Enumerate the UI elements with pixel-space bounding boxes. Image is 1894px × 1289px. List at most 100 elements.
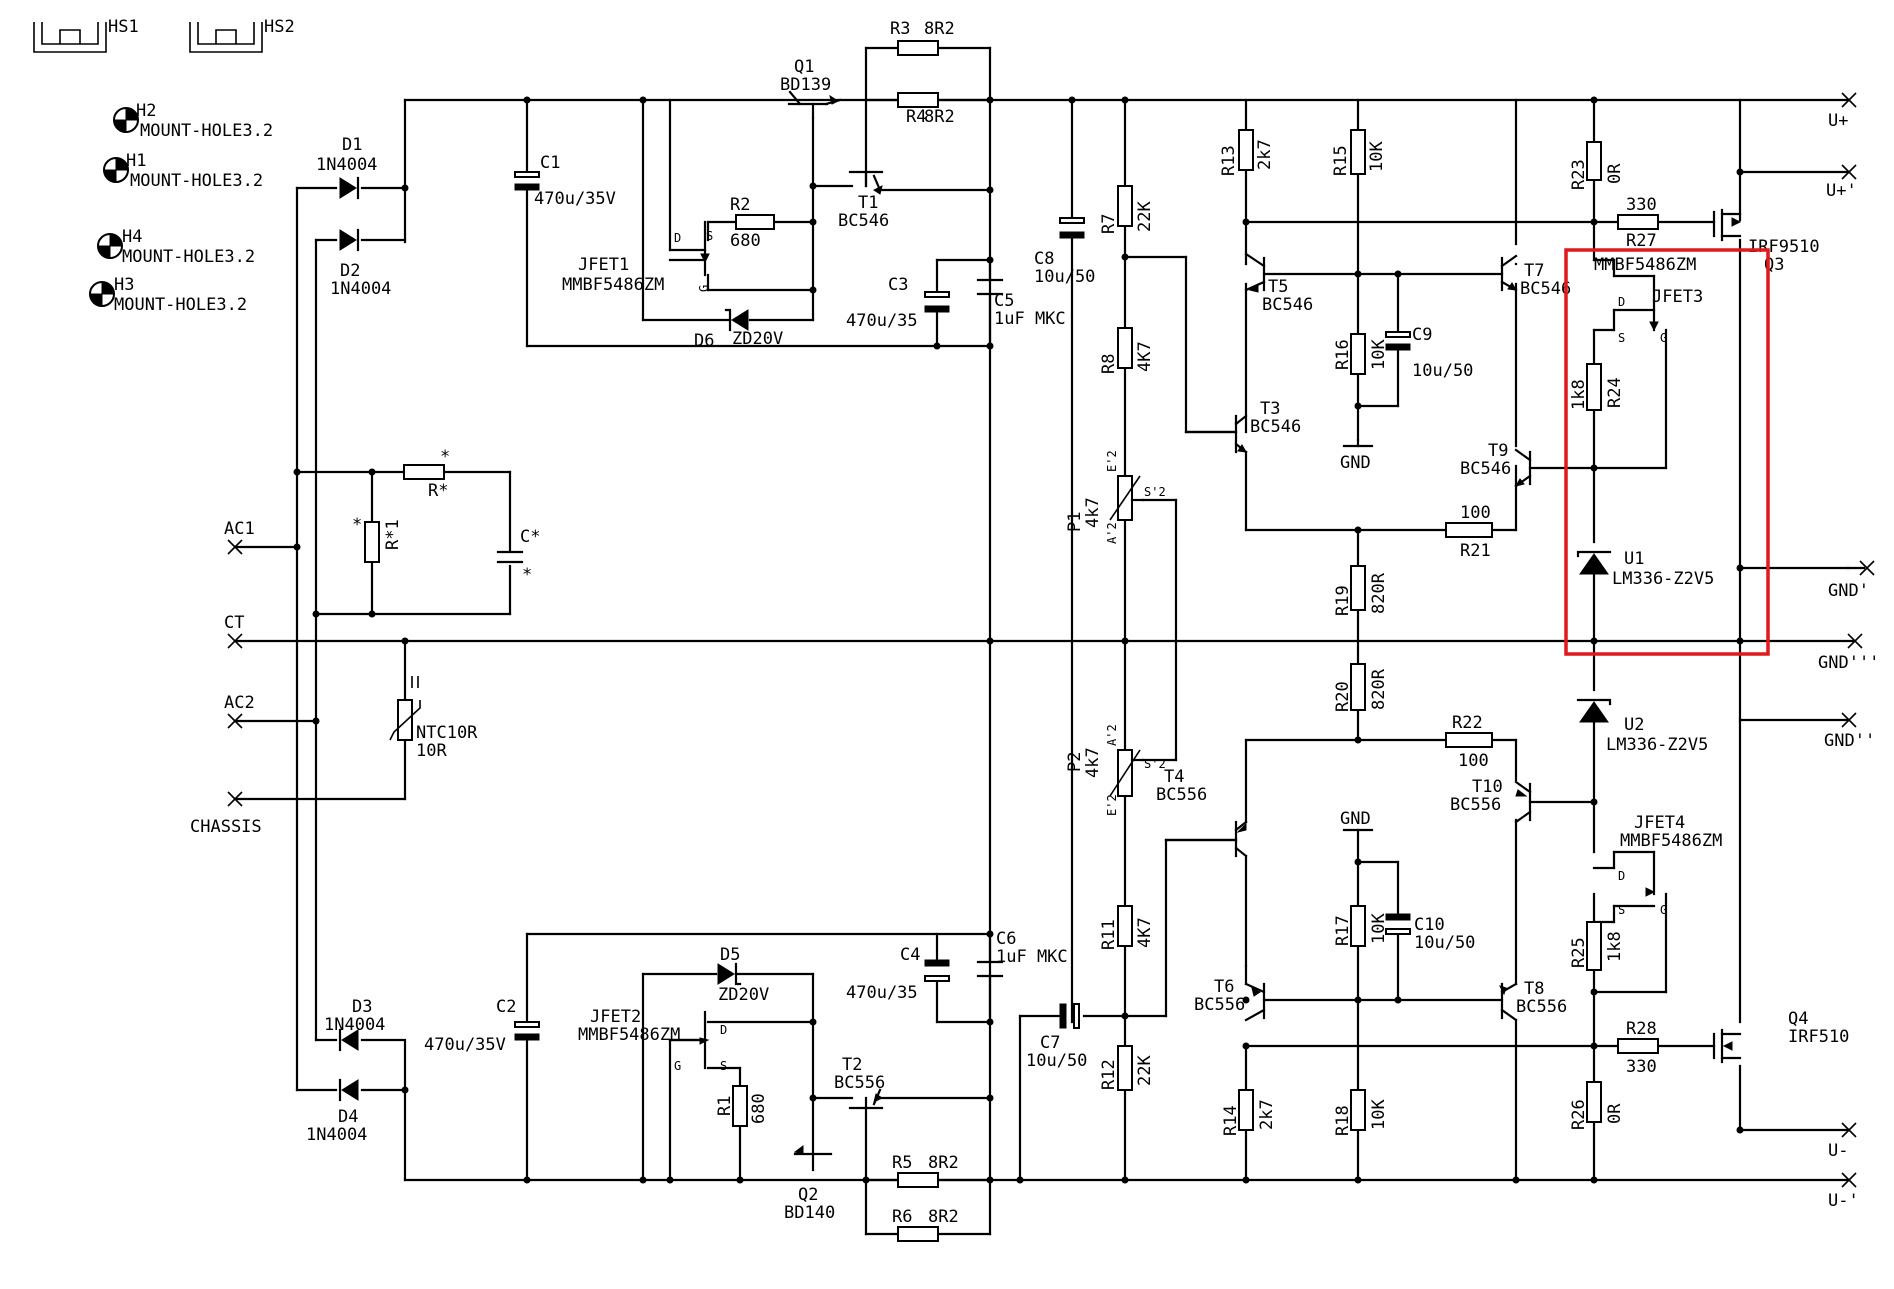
resistor-r20: R20 820R: [1333, 663, 1389, 712]
lower-regulator-wiring: [525, 930, 994, 1236]
svg-text:A'2: A'2: [1105, 724, 1119, 746]
transistor-t6: T6 BC556: [1194, 977, 1266, 1022]
svg-text:2k7: 2k7: [1255, 139, 1275, 170]
svg-text:R6: R6: [892, 1207, 912, 1227]
resistor-rx: R* *: [403, 447, 450, 501]
bias-string-wiring: [1016, 96, 1238, 1184]
transistor-q2: Q2 BD140: [784, 1145, 835, 1223]
svg-text:G: G: [1660, 903, 1667, 917]
svg-text:C5: C5: [994, 291, 1014, 311]
svg-text:D: D: [674, 231, 681, 245]
connector-u-plus: U+: [1828, 92, 1857, 131]
ground-gnd2: GND: [1340, 809, 1374, 864]
svg-text:8R2: 8R2: [928, 1207, 959, 1227]
svg-text:R11: R11: [1099, 919, 1119, 950]
svg-text:470u/35: 470u/35: [846, 983, 918, 1003]
svg-text:100: 100: [1460, 503, 1491, 523]
svg-text:G: G: [697, 285, 711, 292]
svg-text:T7: T7: [1524, 261, 1544, 281]
svg-text:R*1: R*1: [383, 519, 403, 550]
resistor-r22: R22 100: [1445, 713, 1493, 771]
svg-text:U+': U+': [1826, 181, 1857, 201]
jfet-jfet1: D S G JFET1 MMBF5486ZM: [562, 229, 713, 295]
connector-u-minus-prime: U-': [1828, 1172, 1859, 1211]
svg-text:0R: 0R: [1605, 163, 1625, 184]
heatsink-hs2: HS2: [189, 17, 295, 53]
svg-text:10K: 10K: [1369, 339, 1389, 370]
diode-d3: D3 1N4004: [324, 997, 385, 1052]
svg-text:GND''': GND''': [1818, 653, 1879, 673]
svg-text:D: D: [1618, 869, 1625, 883]
svg-text:LM336-Z2V5: LM336-Z2V5: [1606, 735, 1708, 755]
svg-text:470u/35: 470u/35: [846, 311, 918, 331]
svg-text:330: 330: [1626, 195, 1657, 215]
svg-text:MOUNT-HOLE3.2: MOUNT-HOLE3.2: [130, 171, 263, 191]
resistor-r27: 330 R27: [1617, 195, 1659, 251]
svg-text:HS1: HS1: [108, 17, 139, 37]
resistor-r5: R5 8R2: [892, 1153, 959, 1188]
svg-text:4K7: 4K7: [1135, 341, 1155, 372]
svg-text:10u/50: 10u/50: [1026, 1051, 1087, 1071]
svg-text:*: *: [352, 515, 362, 535]
svg-text:U2: U2: [1624, 715, 1644, 735]
svg-text:BC546: BC546: [1250, 417, 1301, 437]
connector-gnd-triple-prime: GND''': [1818, 633, 1879, 673]
svg-text:BC556: BC556: [1156, 785, 1207, 805]
transistor-t9: T9 BC546: [1460, 441, 1532, 488]
svg-text:R15: R15: [1331, 145, 1351, 176]
svg-text:C9: C9: [1412, 325, 1432, 345]
resistor-r15: R15 10K: [1331, 129, 1387, 176]
svg-text:820R: 820R: [1369, 668, 1389, 710]
svg-text:T9: T9: [1488, 441, 1508, 461]
capacitor-c1: C1 470u/35V: [514, 96, 616, 348]
svg-text:T3: T3: [1260, 399, 1280, 419]
svg-text:C3: C3: [888, 275, 908, 295]
connector-ac1: AC1: [224, 519, 299, 555]
transistor-t10: T10 BC556: [1450, 777, 1596, 824]
svg-text:R23: R23: [1569, 159, 1589, 190]
svg-text:U-: U-: [1828, 1141, 1848, 1161]
svg-text:JFET3: JFET3: [1652, 287, 1703, 307]
resistor-r26: R26 0R: [1569, 1081, 1625, 1130]
svg-text:1N4004: 1N4004: [316, 155, 377, 175]
svg-text:GND'': GND'': [1824, 731, 1875, 751]
svg-text:*: *: [522, 565, 532, 585]
resistor-r2: R2 680: [730, 195, 775, 251]
svg-text:10u/50: 10u/50: [1414, 933, 1475, 953]
svg-text:BC556: BC556: [1450, 795, 1501, 815]
svg-text:R21: R21: [1460, 541, 1491, 561]
svg-text:1N4004: 1N4004: [324, 1015, 385, 1035]
resistor-r23: R23 0R: [1569, 141, 1625, 190]
capacitor-c4: C4 470u/35: [846, 945, 950, 1003]
svg-text:E'2: E'2: [1105, 794, 1119, 816]
svg-text:R18: R18: [1333, 1105, 1353, 1136]
resistor-r6: R6 8R2: [892, 1207, 959, 1242]
svg-text:R24: R24: [1605, 377, 1625, 408]
svg-text:T1: T1: [858, 193, 878, 213]
heatsink-hs1: HS1: [33, 17, 139, 53]
svg-text:H4: H4: [122, 227, 142, 247]
capacitor-c5: C5 1uF MKC: [976, 278, 1066, 329]
resistor-r8: R8 4K7: [1099, 327, 1155, 374]
svg-text:C1: C1: [540, 153, 560, 173]
svg-text:P2: P2: [1065, 752, 1085, 772]
capacitor-c2: C2 470u/35V: [424, 932, 540, 1184]
mount-hole-h4: H4 MOUNT-HOLE3.2: [97, 227, 255, 267]
zener-d5: D5 ZD20V: [717, 945, 769, 1005]
svg-text:R1: R1: [715, 1096, 735, 1116]
svg-text:470u/35V: 470u/35V: [534, 189, 616, 209]
connector-gnd-prime: GND': [1828, 560, 1875, 601]
svg-text:C7: C7: [1040, 1033, 1060, 1053]
svg-text:D6: D6: [694, 331, 714, 351]
svg-text:ZD20V: ZD20V: [732, 329, 783, 349]
svg-text:C4: C4: [900, 945, 920, 965]
svg-text:CT: CT: [224, 613, 244, 633]
svg-text:R22: R22: [1452, 713, 1483, 733]
svg-text:1uF MKC: 1uF MKC: [996, 947, 1068, 967]
capacitor-c7: C7 10u/50: [1026, 1003, 1087, 1071]
svg-text:D2: D2: [340, 261, 360, 281]
svg-text:10u/50: 10u/50: [1034, 267, 1095, 287]
svg-text:1k8: 1k8: [1605, 931, 1625, 962]
resistor-r24: 1k8 R24: [1569, 363, 1625, 411]
svg-text:820R: 820R: [1369, 572, 1389, 614]
